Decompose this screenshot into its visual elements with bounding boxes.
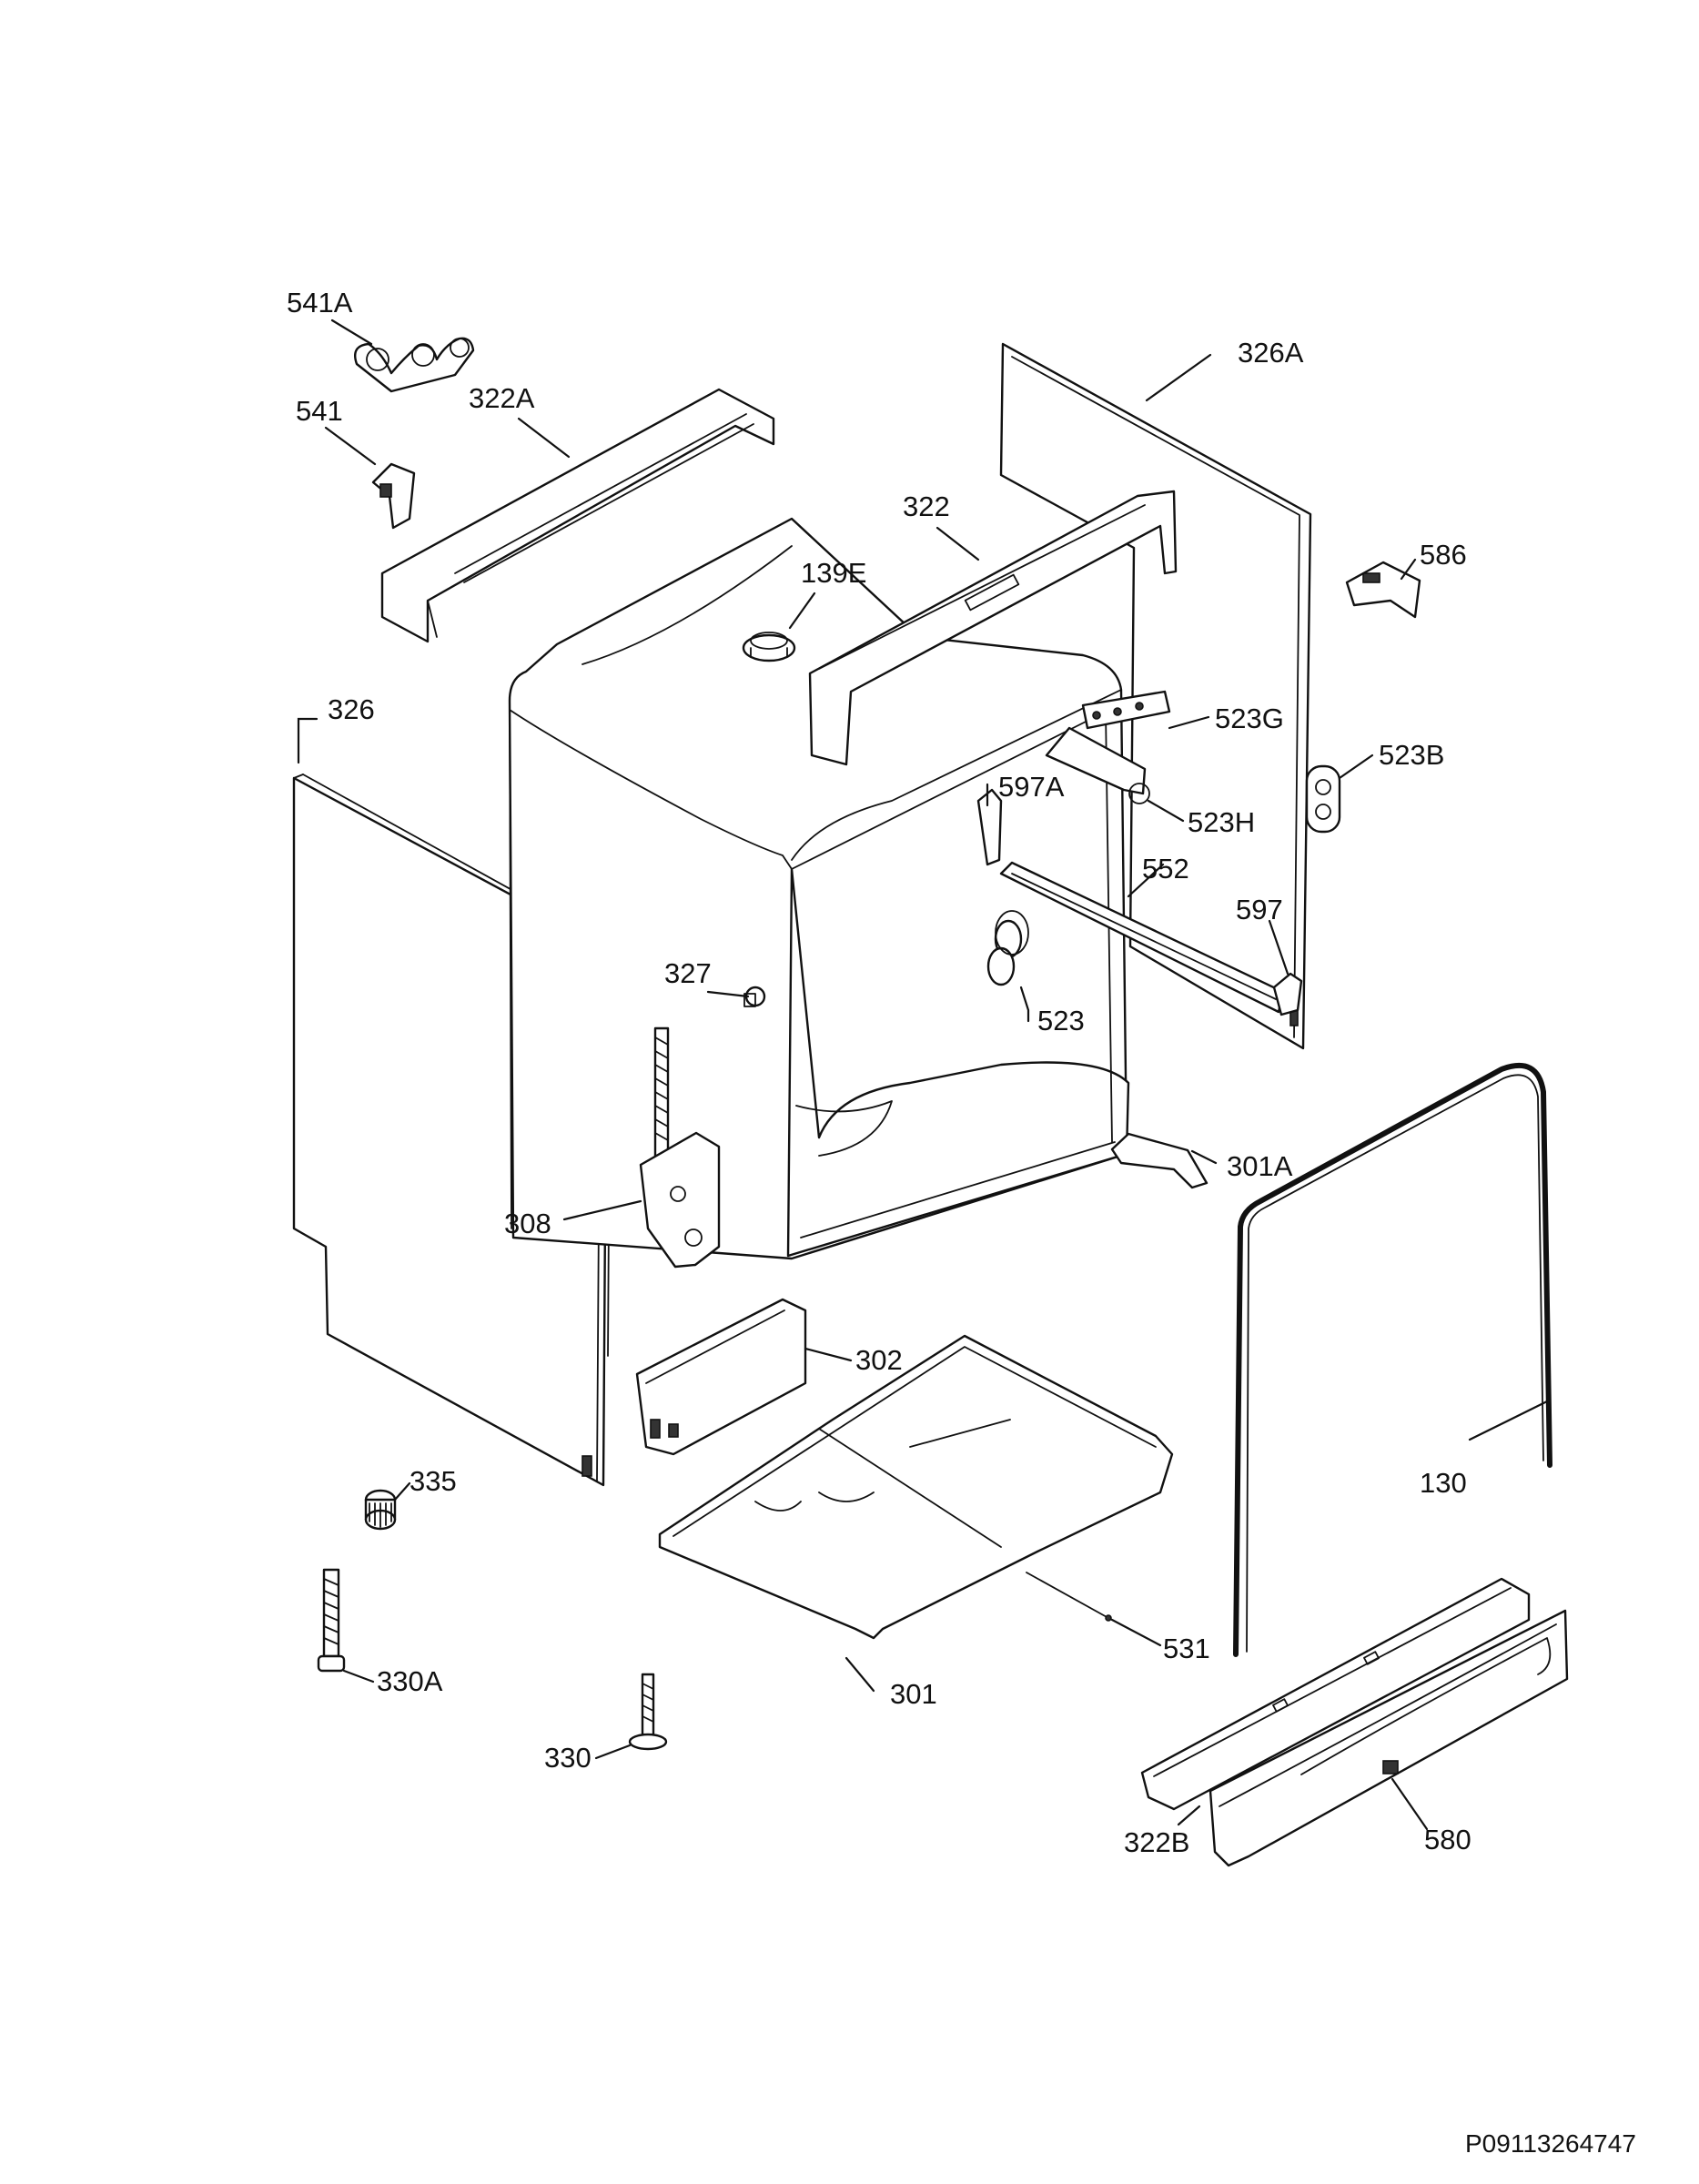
part-580-kick-plate bbox=[1209, 1609, 1569, 1867]
part-302-bracket bbox=[635, 1298, 807, 1456]
part-541A-hose-clip bbox=[353, 337, 475, 393]
part-523-inlet bbox=[986, 910, 1029, 986]
callout-523: 523 bbox=[1037, 1005, 1085, 1036]
callout-139E: 139E bbox=[801, 557, 866, 589]
part-330-short-screw bbox=[628, 1673, 668, 1751]
callout-580: 580 bbox=[1424, 1824, 1471, 1855]
callout-130: 130 bbox=[1420, 1467, 1467, 1499]
part-308-hinge bbox=[639, 1026, 721, 1269]
leader-302 bbox=[804, 1347, 853, 1362]
part-597-clip bbox=[1272, 972, 1303, 1016]
leader-580 bbox=[1391, 1777, 1429, 1831]
leader-301 bbox=[844, 1656, 875, 1693]
leader-541 bbox=[324, 426, 377, 466]
leader-308 bbox=[562, 1199, 642, 1221]
callout-523G: 523G bbox=[1215, 703, 1284, 734]
part-301-base bbox=[658, 1334, 1174, 1640]
part-330A-long-screw bbox=[317, 1568, 346, 1673]
leader-330 bbox=[594, 1744, 632, 1760]
callout-330: 330 bbox=[544, 1742, 592, 1774]
part-335-gear bbox=[364, 1489, 397, 1531]
leader-523G bbox=[1168, 715, 1210, 730]
callout-541A: 541A bbox=[287, 287, 353, 318]
part-597A-clip bbox=[976, 788, 1003, 866]
part-322B-rail bbox=[1140, 1577, 1531, 1811]
part-523H-holder bbox=[1045, 726, 1150, 804]
callout-541: 541 bbox=[296, 395, 343, 427]
part-139E-cap bbox=[742, 632, 796, 662]
callout-322: 322 bbox=[903, 490, 950, 522]
callout-597: 597 bbox=[1236, 894, 1283, 925]
part-586-bracket bbox=[1345, 561, 1421, 619]
leader-330A bbox=[342, 1669, 375, 1684]
leader-586 bbox=[1400, 558, 1417, 581]
callout-301A: 301A bbox=[1227, 1150, 1293, 1182]
callout-335: 335 bbox=[410, 1465, 457, 1497]
leader-523B bbox=[1338, 753, 1374, 780]
leader-523H bbox=[1147, 799, 1185, 823]
leader-322B bbox=[1177, 1805, 1201, 1826]
callout-531: 531 bbox=[1163, 1633, 1210, 1664]
callout-597A: 597A bbox=[998, 771, 1065, 803]
diagram-reference-number: P09113264747 bbox=[1465, 2129, 1636, 2158]
callout-322B: 322B bbox=[1124, 1826, 1189, 1858]
callout-326: 326 bbox=[328, 693, 375, 725]
leader-139E bbox=[788, 592, 816, 630]
callout-552: 552 bbox=[1142, 853, 1189, 885]
leader-322 bbox=[935, 526, 980, 561]
part-523G-chain bbox=[1081, 690, 1171, 730]
leader-552 bbox=[1127, 863, 1165, 898]
leader-326A bbox=[1145, 353, 1212, 402]
leader-322A bbox=[517, 417, 571, 459]
leader-lines bbox=[297, 318, 1549, 1831]
callout-523H: 523H bbox=[1188, 806, 1255, 838]
leader-301A bbox=[1190, 1149, 1218, 1165]
callout-523B: 523B bbox=[1379, 739, 1444, 771]
callout-labels: 541A 541 322A 326A 322 139E 586 326 523G… bbox=[287, 287, 1471, 1858]
part-301A-bracket bbox=[1110, 1132, 1209, 1189]
callout-586: 586 bbox=[1420, 539, 1467, 571]
callout-302: 302 bbox=[855, 1344, 903, 1376]
part-322A-top-rail bbox=[380, 388, 775, 643]
leader-335 bbox=[393, 1481, 411, 1502]
leader-531 bbox=[1110, 1618, 1162, 1647]
leader-541A bbox=[330, 318, 373, 346]
part-541-bracket bbox=[371, 462, 416, 530]
part-322-top-rail bbox=[808, 490, 1178, 766]
callout-301: 301 bbox=[890, 1678, 937, 1710]
part-523B-outlet bbox=[1305, 764, 1341, 834]
leader-130 bbox=[1468, 1400, 1549, 1441]
callout-327: 327 bbox=[664, 957, 712, 989]
callout-308: 308 bbox=[504, 1208, 551, 1239]
leader-327 bbox=[706, 990, 750, 998]
leader-523 bbox=[1019, 986, 1030, 1023]
callout-330A: 330A bbox=[377, 1665, 443, 1697]
leader-597 bbox=[1268, 919, 1289, 976]
callout-326A: 326A bbox=[1238, 337, 1304, 369]
leader-326 bbox=[297, 717, 319, 764]
callout-322A: 322A bbox=[469, 382, 535, 414]
part-130-door-seal bbox=[1233, 1063, 1552, 1657]
part-531-rod bbox=[1026, 1572, 1112, 1622]
